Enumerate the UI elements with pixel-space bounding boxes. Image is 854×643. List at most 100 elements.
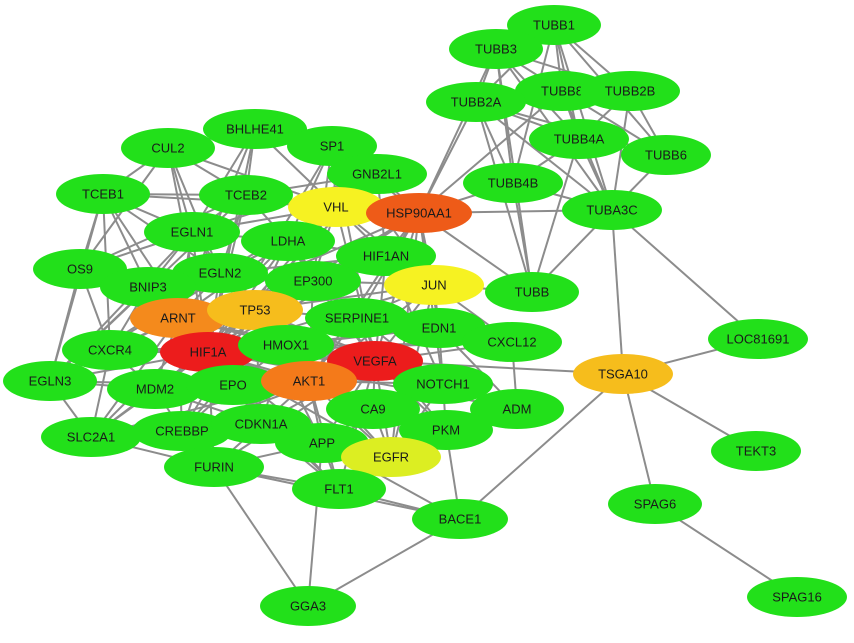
node-ellipse-spag6[interactable] [608, 484, 702, 524]
node-tubb4b[interactable]: TUBB4B [463, 163, 563, 203]
node-ellipse-tubb1[interactable] [507, 5, 601, 45]
node-hif1an[interactable]: HIF1AN [336, 236, 436, 276]
node-ellipse-slc2a1[interactable] [41, 417, 141, 457]
node-ellipse-tubb6[interactable] [621, 135, 711, 175]
node-ellipse-pkm[interactable] [399, 410, 493, 450]
node-ellipse-os9[interactable] [33, 249, 127, 289]
node-egln3[interactable]: EGLN3 [3, 361, 97, 401]
node-tekt3[interactable]: TEKT3 [711, 431, 801, 471]
node-sp1[interactable]: SP1 [287, 126, 377, 166]
node-edn1[interactable]: EDN1 [392, 308, 486, 348]
node-ellipse-cul2[interactable] [121, 128, 215, 168]
node-bhlhe41[interactable]: BHLHE41 [203, 109, 307, 149]
node-ellipse-notch1[interactable] [393, 364, 493, 404]
node-ca9[interactable]: CA9 [326, 389, 420, 429]
node-ellipse-ldha[interactable] [241, 221, 335, 261]
node-ellipse-tuba3c[interactable] [562, 190, 662, 230]
node-furin[interactable]: FURIN [164, 447, 264, 487]
node-tceb2[interactable]: TCEB2 [199, 175, 293, 215]
node-ellipse-gga3[interactable] [260, 586, 356, 626]
node-ellipse-tceb1[interactable] [56, 174, 150, 214]
node-ellipse-tsga10[interactable] [573, 354, 673, 394]
node-tubb4a[interactable]: TUBB4A [529, 119, 629, 159]
node-ellipse-tubb[interactable] [485, 272, 579, 312]
node-tubb6[interactable]: TUBB6 [621, 135, 711, 175]
node-tubb[interactable]: TUBB [485, 272, 579, 312]
node-ellipse-cxcr4[interactable] [62, 330, 158, 370]
node-ellipse-tubb2a[interactable] [426, 82, 526, 122]
node-bace1[interactable]: BACE1 [412, 499, 508, 539]
node-spag16[interactable]: SPAG16 [747, 577, 847, 617]
node-ellipse-egln3[interactable] [3, 361, 97, 401]
node-ellipse-vhl[interactable] [288, 187, 384, 227]
node-ellipse-ep300[interactable] [265, 261, 361, 301]
node-ellipse-tceb2[interactable] [199, 175, 293, 215]
node-ellipse-hsp90aa1[interactable] [366, 193, 472, 233]
node-ellipse-edn1[interactable] [392, 308, 486, 348]
node-gnb2l1[interactable]: GNB2L1 [327, 154, 427, 194]
node-os9[interactable]: OS9 [33, 249, 127, 289]
node-tubb2b[interactable]: TUBB2B [580, 71, 680, 111]
node-ellipse-egfr[interactable] [341, 437, 441, 477]
node-ellipse-crebbp[interactable] [132, 411, 232, 451]
node-epo[interactable]: EPO [186, 365, 280, 405]
node-hif1a[interactable]: HIF1A [160, 332, 256, 372]
node-ellipse-tp53[interactable] [207, 290, 303, 330]
node-crebbp[interactable]: CREBBP [132, 411, 232, 451]
node-flt1[interactable]: FLT1 [292, 469, 386, 509]
node-gga3[interactable]: GGA3 [260, 586, 356, 626]
node-loc81691[interactable]: LOC81691 [708, 319, 808, 359]
node-vegfa[interactable]: VEGFA [327, 341, 423, 381]
node-egln1[interactable]: EGLN1 [144, 212, 240, 252]
node-pkm[interactable]: PKM [399, 410, 493, 450]
node-arnt[interactable]: ARNT [130, 298, 226, 338]
node-ellipse-flt1[interactable] [292, 469, 386, 509]
node-cxcl12[interactable]: CXCL12 [462, 322, 562, 362]
node-ellipse-tubb4b[interactable] [463, 163, 563, 203]
node-ep300[interactable]: EP300 [265, 261, 361, 301]
node-ellipse-serpine1[interactable] [305, 298, 409, 338]
node-adm[interactable]: ADM [470, 389, 564, 429]
node-egln2[interactable]: EGLN2 [172, 253, 268, 293]
node-ellipse-akt1[interactable] [261, 361, 357, 401]
node-ellipse-hif1an[interactable] [336, 236, 436, 276]
node-ellipse-ca9[interactable] [326, 389, 420, 429]
node-egfr[interactable]: EGFR [341, 437, 441, 477]
node-ellipse-bace1[interactable] [412, 499, 508, 539]
node-ellipse-gnb2l1[interactable] [327, 154, 427, 194]
node-slc2a1[interactable]: SLC2A1 [41, 417, 141, 457]
node-tp53[interactable]: TP53 [207, 290, 303, 330]
node-ellipse-bhlhe41[interactable] [203, 109, 307, 149]
node-ellipse-mdm2[interactable] [107, 369, 203, 409]
node-tubb3[interactable]: TUBB3 [449, 29, 543, 69]
node-ellipse-tekt3[interactable] [711, 431, 801, 471]
node-ellipse-spag16[interactable] [747, 577, 847, 617]
node-ellipse-vegfa[interactable] [327, 341, 423, 381]
node-ldha[interactable]: LDHA [241, 221, 335, 261]
node-ellipse-cxcl12[interactable] [462, 322, 562, 362]
node-tsga10[interactable]: TSGA10 [573, 354, 673, 394]
node-serpine1[interactable]: SERPINE1 [305, 298, 409, 338]
node-ellipse-hmox1[interactable] [238, 325, 334, 365]
node-ellipse-epo[interactable] [186, 365, 280, 405]
node-ellipse-egln1[interactable] [144, 212, 240, 252]
node-ellipse-tubb2b[interactable] [580, 71, 680, 111]
node-ellipse-jun[interactable] [384, 265, 484, 305]
node-bnip3[interactable]: BNIP3 [100, 267, 196, 307]
node-akt1[interactable]: AKT1 [261, 361, 357, 401]
node-cxcr4[interactable]: CXCR4 [62, 330, 158, 370]
node-ellipse-loc81691[interactable] [708, 319, 808, 359]
node-tubb2a[interactable]: TUBB2A [426, 82, 526, 122]
node-hsp90aa1[interactable]: HSP90AA1 [366, 193, 472, 233]
node-ellipse-hif1a[interactable] [160, 332, 256, 372]
node-vhl[interactable]: VHL [288, 187, 384, 227]
node-ellipse-bnip3[interactable] [100, 267, 196, 307]
node-ellipse-adm[interactable] [470, 389, 564, 429]
node-spag6[interactable]: SPAG6 [608, 484, 702, 524]
node-tubb8[interactable]: TUBB8 [515, 71, 609, 111]
node-ellipse-sp1[interactable] [287, 126, 377, 166]
node-tubb1[interactable]: TUBB1 [507, 5, 601, 45]
node-ellipse-egln2[interactable] [172, 253, 268, 293]
node-ellipse-furin[interactable] [164, 447, 264, 487]
node-jun[interactable]: JUN [384, 265, 484, 305]
